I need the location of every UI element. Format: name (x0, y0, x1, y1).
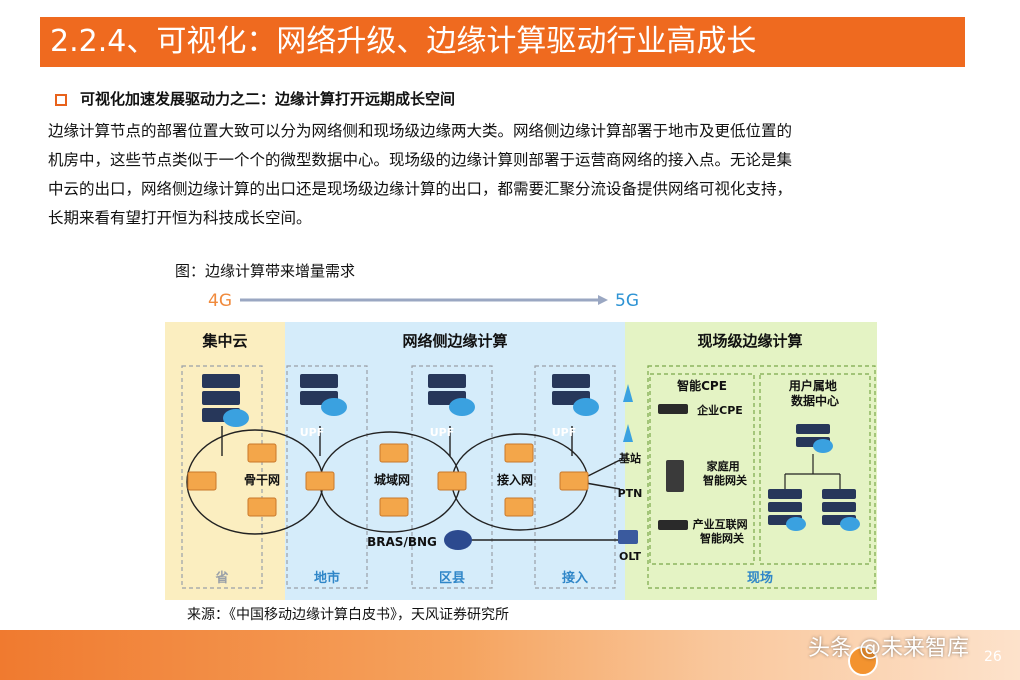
figure-caption: 图：边缘计算带来增量需求 (175, 262, 356, 280)
column-access (534, 365, 616, 589)
cpe-item-home-line: 智能网关 (703, 473, 747, 487)
switch-icon (379, 443, 409, 463)
level-city: 地市 (314, 570, 340, 586)
smart-cpe-title: 智能CPE (676, 378, 727, 393)
company-logo-icon (848, 646, 878, 676)
server-access (552, 374, 599, 416)
switch-icon (559, 471, 589, 491)
network-backbone-label: 骨干网 (244, 473, 280, 487)
upf-label-access: UPF (552, 426, 577, 439)
switch-icon (437, 471, 467, 491)
bras-label: BRAS/BNG (367, 535, 437, 549)
generation-arrow: 4G 5G (208, 291, 639, 311)
watermark: 头条 @未来智库 (808, 636, 969, 661)
paragraph-line: 边缘计算节点的部署位置大致可以分为网络侧和现场级边缘两大类。网络侧边缘计算部署于… (48, 122, 793, 140)
bullet-square-icon (55, 94, 67, 106)
column-city (286, 365, 368, 589)
access-node-ptn: PTN (618, 487, 643, 500)
generation-end-label: 5G (615, 291, 639, 311)
smart-cpe-box (649, 373, 755, 565)
cpe-item-home: 家庭用 智能网关 (703, 459, 747, 487)
paragraph-line: 长期来看有望打开恒为科技成长空间。 (48, 209, 312, 227)
access-node-olt: OLT (619, 550, 642, 563)
antenna-icon (623, 384, 633, 442)
network-access-label: 接入网 (497, 472, 533, 487)
server-user-dc (768, 424, 860, 531)
olt-device-icon (618, 530, 638, 544)
edge-computing-diagram: 4G 5G 集中云 网络侧边缘计算 现场级边缘计算 省 地市 区县 接入 现场 (165, 291, 877, 600)
switch-icon (379, 497, 409, 517)
server-cloud (202, 374, 249, 427)
zone-cloud-label: 集中云 (201, 332, 247, 350)
upf-label-city: UPF (300, 426, 325, 439)
cpe-item-industrial-line: 产业互联网 (693, 517, 748, 531)
section-subheading: 可视化加速发展驱动力之二：边缘计算打开远期成长空间 (80, 90, 456, 108)
switch-icon (504, 443, 534, 463)
level-county: 区县 (439, 571, 465, 586)
user-dc-title-line: 数据中心 (791, 393, 839, 408)
cpe-item-industrial: 产业互联网 智能网关 (693, 517, 752, 545)
switch-icon (504, 497, 534, 517)
switch-icon (247, 497, 277, 517)
access-node-bs: 基站 (618, 451, 641, 465)
server-county (428, 374, 475, 416)
level-province: 省 (214, 570, 228, 586)
switch-icon (247, 443, 277, 463)
cpe-device-icon (658, 404, 688, 414)
industrial-gateway-icon (658, 520, 688, 530)
upf-label-county: UPF (430, 426, 455, 439)
user-dc-title: 用户属地 数据中心 (788, 378, 841, 408)
switch-icon (187, 471, 217, 491)
zone-network-label: 网络侧边缘计算 (402, 332, 507, 350)
body-paragraph: 边缘计算节点的部署位置大致可以分为网络侧和现场级边缘两大类。网络侧边缘计算部署于… (48, 117, 968, 233)
page-title: 2.2.4、可视化：网络升级、边缘计算驱动行业高成长 (50, 24, 757, 59)
level-access: 接入 (562, 570, 588, 586)
column-field (647, 365, 876, 589)
cpe-item-industrial-line: 智能网关 (700, 531, 744, 545)
switch-icon (305, 471, 335, 491)
zone-field-label: 现场级边缘计算 (697, 332, 802, 350)
column-province (181, 365, 263, 589)
cpe-item-home-line: 家庭用 (707, 459, 740, 473)
generation-start-label: 4G (208, 291, 232, 311)
server-city (300, 374, 347, 416)
paragraph-line: 机房中，这些节点类似于一个个的微型数据中心。现场级的边缘计算则部署于运营商网络的… (48, 151, 793, 169)
page-number: 26 (984, 649, 1002, 665)
column-county (411, 365, 493, 589)
network-metro-label: 城域网 (374, 472, 410, 487)
title-bar: 2.2.4、可视化：网络升级、边缘计算驱动行业高成长 (40, 17, 965, 67)
cpe-item-enterprise: 企业CPE (696, 403, 743, 417)
gateway-device-icon (666, 460, 684, 492)
paragraph-line: 中云的出口，网络侧边缘计算的出口还是现场级边缘计算的出口，都需要汇聚分流设备提供… (48, 180, 793, 198)
figure-source: 来源：《中国移动边缘计算白皮书》，天风证券研究所 (187, 607, 509, 623)
zone-field-edge (625, 322, 877, 600)
router-icon (444, 530, 472, 550)
level-field: 现场 (747, 571, 773, 586)
user-dc-title-line: 用户属地 (788, 378, 837, 393)
zone-network-edge (285, 322, 625, 600)
user-dc-box (759, 373, 871, 565)
